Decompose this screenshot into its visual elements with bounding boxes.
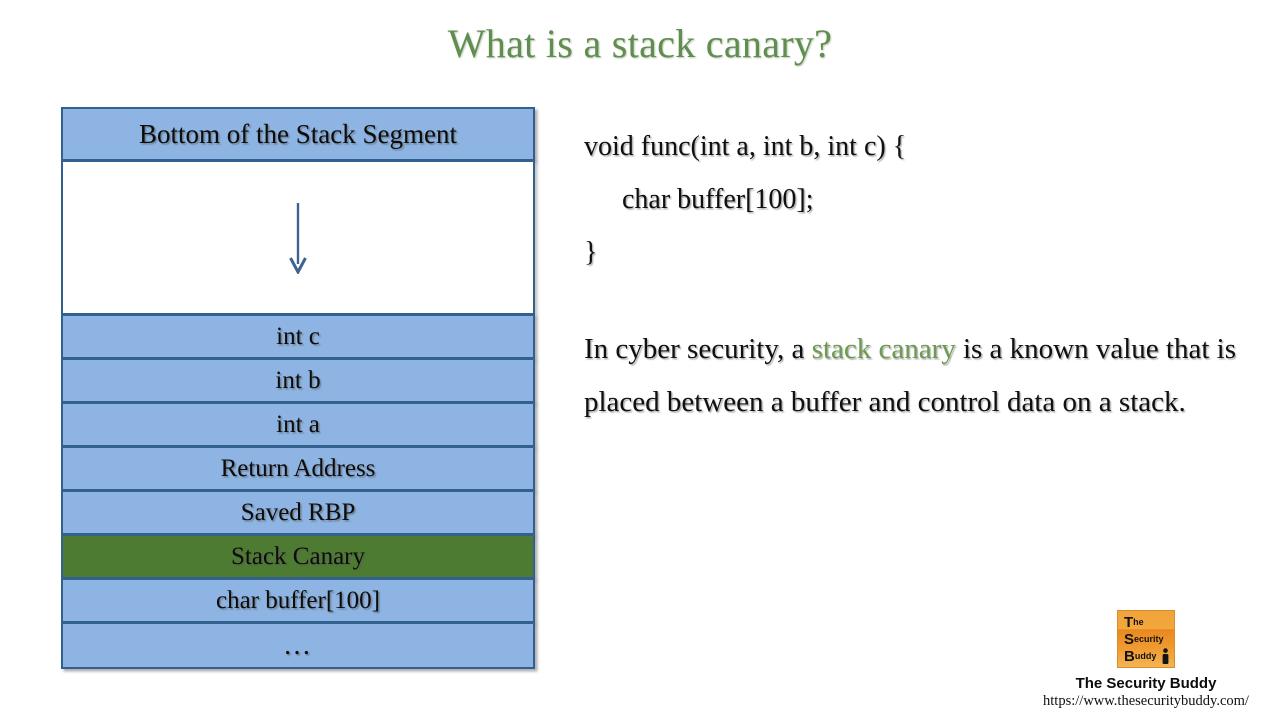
stack-row-label: Return Address — [220, 455, 376, 482]
definition-paragraph: In cyber security, a stack canary is a k… — [584, 323, 1244, 429]
code-line-buffer-decl: char buffer[100]; — [622, 184, 814, 215]
paragraph-text-after: is a known value that is placed between … — [584, 333, 1237, 418]
stack-row-int-a: int a — [61, 402, 535, 447]
stack-row-label: Saved RBP — [240, 499, 356, 526]
stack-row-stack-canary: Stack Canary — [61, 534, 535, 579]
code-snippet: void func(int a, int b, int c) { char bu… — [584, 120, 1244, 279]
brand-name: The Security Buddy — [1075, 675, 1217, 692]
logo-initial-b: B — [1124, 648, 1135, 665]
logo-rest-ecurity: ecurity — [1134, 634, 1164, 644]
stack-row-int-b: int b — [61, 358, 535, 403]
stack-row-label: Bottom of the Stack Segment — [139, 118, 457, 149]
logo-line-security: Security — [1124, 632, 1164, 647]
stack-row-label: int c — [276, 323, 320, 350]
stack-row-label: char buffer[100] — [215, 587, 381, 614]
arrow-down-icon — [289, 202, 307, 274]
logo-initial-s: S — [1124, 631, 1135, 648]
stack-row-saved-rbp: Saved RBP — [61, 490, 535, 535]
paragraph-text-before: In cyber security, a — [584, 333, 812, 365]
stack-row-return-address: Return Address — [61, 446, 535, 491]
logo-initial-t: T — [1124, 614, 1134, 631]
stack-row-bottom-of-segment: Bottom of the Stack Segment — [61, 107, 535, 161]
stack-free-space-region — [61, 160, 535, 315]
stack-row-label: int a — [276, 411, 320, 438]
stack-row-label: int b — [275, 367, 321, 394]
logo-rest-he: he — [1133, 617, 1144, 627]
logo-line-the: The — [1124, 615, 1144, 630]
right-content-column: void func(int a, int b, int c) { char bu… — [584, 120, 1244, 429]
code-line-signature: void func(int a, int b, int c) { — [584, 131, 907, 162]
page-title: What is a stack canary? — [447, 21, 833, 66]
branding-block: The Security Buddy The Security Buddy ht… — [1015, 610, 1277, 710]
code-line-closing-brace: } — [584, 237, 598, 268]
logo-line-buddy: Buddy — [1124, 649, 1157, 664]
stack-diagram: Bottom of the Stack Segment int c int b … — [61, 107, 535, 669]
brand-url[interactable]: https://www.thesecuritybuddy.com/ — [1043, 693, 1249, 709]
stack-row-ellipsis: … — [61, 622, 535, 669]
stack-row-char-buffer: char buffer[100] — [61, 578, 535, 623]
security-buddy-logo-icon: The Security Buddy — [1117, 610, 1175, 668]
stack-row-label: … — [283, 629, 313, 661]
stack-row-int-c: int c — [61, 314, 535, 359]
stack-row-label: Stack Canary — [231, 543, 365, 570]
logo-rest-uddy: uddy — [1134, 651, 1157, 661]
paragraph-highlight-term: stack canary — [811, 333, 956, 365]
person-figure-icon — [1162, 648, 1169, 664]
